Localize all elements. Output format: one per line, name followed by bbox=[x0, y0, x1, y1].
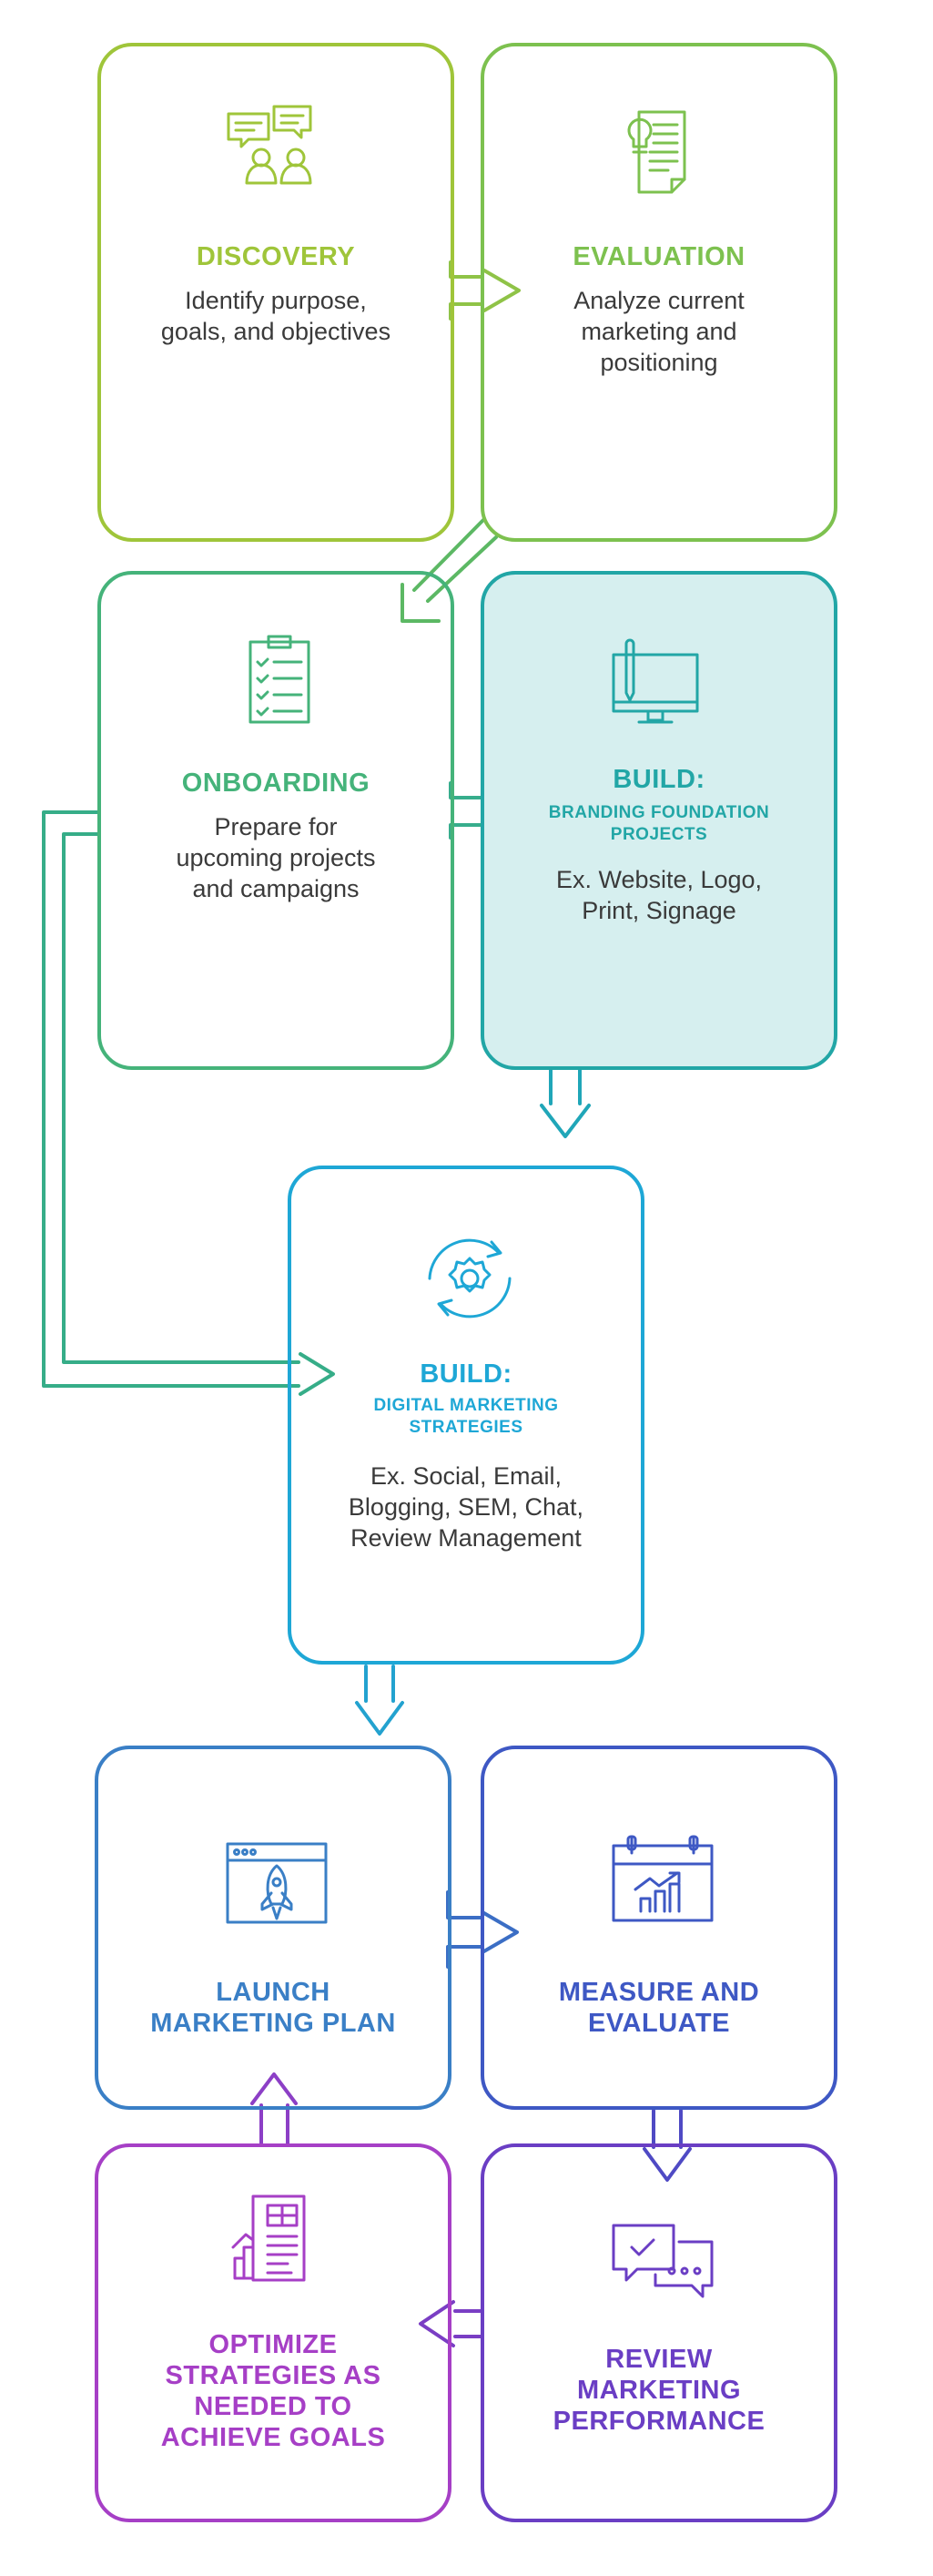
connector-branding-to-digital bbox=[540, 1067, 591, 1138]
step-description: Analyze current marketing and positionin… bbox=[573, 287, 745, 376]
step-card-optimize: OPTIMIZE STRATEGIES AS NEEDED TO ACHIEVE… bbox=[95, 2143, 451, 2522]
step-title: ONBOARDING bbox=[181, 769, 370, 798]
step-card-digital-marketing: BUILD: DIGITAL MARKETING STRATEGIES Ex. … bbox=[288, 1166, 644, 1665]
connector-onboarding-to-digital bbox=[42, 810, 335, 1396]
step-title: BUILD: bbox=[613, 765, 705, 794]
step-card-branding-foundation: BUILD: BRANDING FOUNDATION PROJECTS Ex. … bbox=[481, 571, 837, 1070]
step-title: BUILD: bbox=[420, 1359, 512, 1389]
gear-cycle-icon bbox=[428, 1238, 512, 1319]
document-lightbulb-icon bbox=[627, 110, 686, 194]
step-card-onboarding: ONBOARDING Prepare for upcoming projects… bbox=[97, 571, 454, 1070]
step-title: REVIEW MARKETING PERFORMANCE bbox=[553, 2345, 766, 2436]
browser-rocket-icon bbox=[226, 1842, 328, 1924]
step-title: EVALUATION bbox=[573, 242, 745, 271]
step-title: OPTIMIZE STRATEGIES AS NEEDED TO ACHIEVE… bbox=[160, 2330, 386, 2452]
step-card-discovery: DISCOVERY Identify purpose, goals, and o… bbox=[97, 43, 454, 542]
connector-optimize-to-launch bbox=[250, 2072, 298, 2147]
step-card-launch: LAUNCH MARKETING PLAN bbox=[95, 1746, 451, 2110]
step-description: Ex. Website, Logo, Print, Signage bbox=[555, 866, 763, 924]
clipboard-checklist-icon bbox=[248, 635, 310, 724]
connector-measure-to-review bbox=[643, 2109, 692, 2182]
step-card-measure: MEASURE AND EVALUATE bbox=[481, 1746, 837, 2110]
step-subtitle: DIGITAL MARKETING STRATEGIES bbox=[373, 1396, 559, 1437]
step-title: MEASURE AND EVALUATE bbox=[558, 1978, 760, 2038]
message-bubbles-icon bbox=[612, 2224, 714, 2298]
chat-bubbles-people-icon bbox=[227, 105, 312, 185]
step-title: DISCOVERY bbox=[196, 242, 356, 271]
step-description: Ex. Social, Email, Blogging, SEM, Chat, … bbox=[348, 1462, 584, 1552]
calendar-chart-icon bbox=[612, 1835, 714, 1922]
step-title: LAUNCH MARKETING PLAN bbox=[150, 1978, 396, 2038]
connector-digital-to-launch bbox=[355, 1665, 404, 1736]
step-description: Identify purpose, goals, and objectives bbox=[160, 287, 391, 345]
step-card-evaluation: EVALUATION Analyze current marketing and… bbox=[481, 43, 837, 542]
report-chart-icon bbox=[231, 2194, 306, 2282]
step-card-review: REVIEW MARKETING PERFORMANCE bbox=[481, 2143, 837, 2522]
step-description: Prepare for upcoming projects and campai… bbox=[176, 813, 376, 902]
monitor-pen-icon bbox=[612, 638, 699, 724]
step-subtitle: BRANDING FOUNDATION PROJECTS bbox=[548, 803, 770, 844]
